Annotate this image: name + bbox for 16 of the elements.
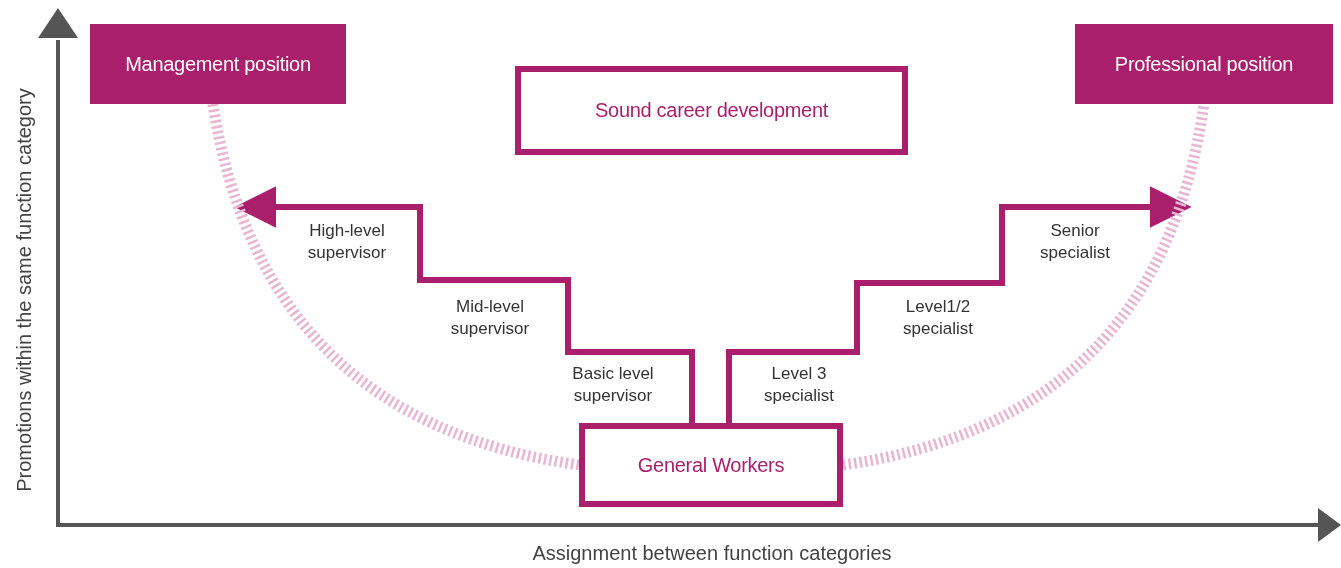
axis-title: Promotions within the same function category bbox=[12, 88, 36, 492]
step-label: Senior specialist bbox=[1039, 220, 1111, 264]
position-box: Management position bbox=[90, 24, 346, 104]
step-arrow bbox=[234, 186, 695, 423]
axis-title: Assignment between function categories bbox=[532, 541, 892, 565]
outlined-box: General Workers bbox=[579, 423, 843, 507]
outlined-box: Sound career development bbox=[515, 66, 908, 155]
step-label: High-level supervisor bbox=[306, 220, 388, 264]
step-label: Mid-level supervisor bbox=[449, 296, 531, 340]
step-label: Basic level supervisor bbox=[571, 363, 655, 407]
step-label: Level 3 specialist bbox=[763, 363, 835, 407]
step-label: Level1/2 specialist bbox=[902, 296, 974, 340]
hatched-curve bbox=[207, 102, 580, 471]
hatched-curve bbox=[842, 103, 1210, 471]
step-arrow bbox=[726, 186, 1192, 423]
position-box: Professional position bbox=[1075, 24, 1333, 104]
